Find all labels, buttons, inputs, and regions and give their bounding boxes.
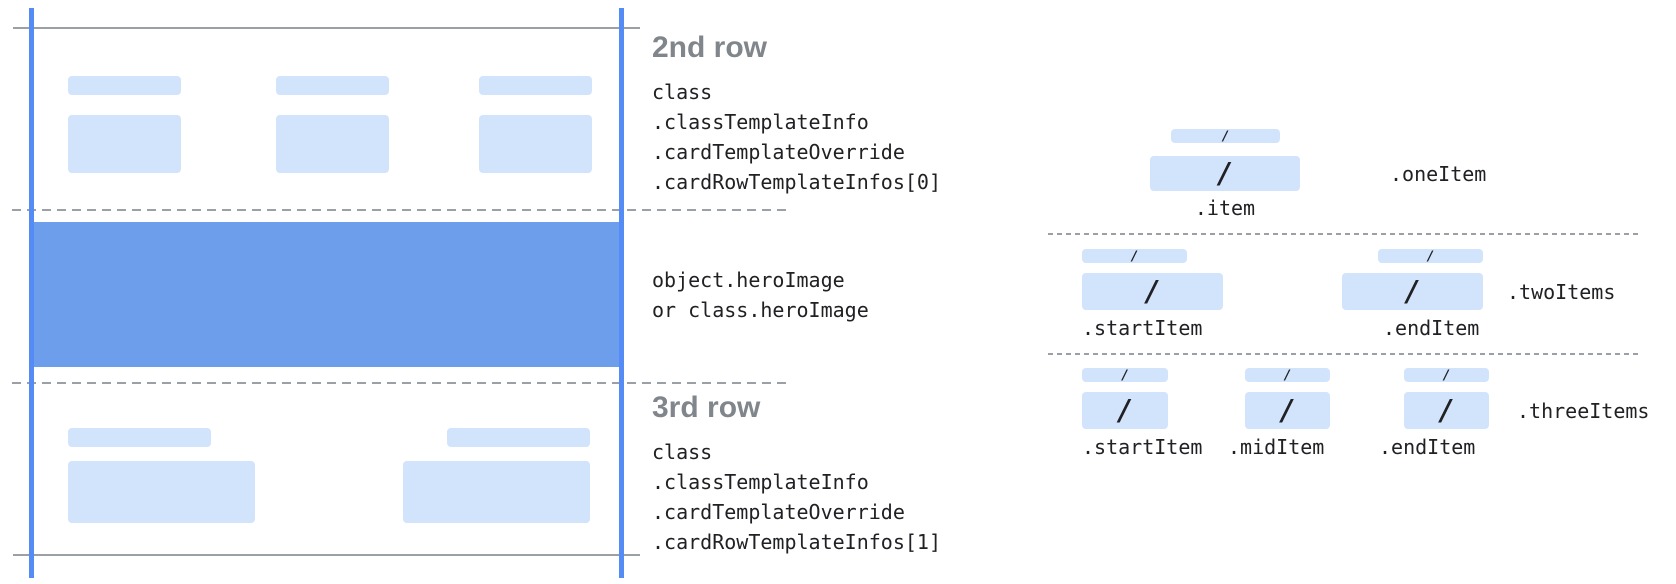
- card-bottom-border: [13, 554, 640, 556]
- threeitems-end-body-bar: /: [1404, 392, 1489, 429]
- card-left-edge-line: [29, 8, 34, 578]
- code-line: .cardRowTemplateInfos[0]: [652, 170, 941, 194]
- code-line: .cardTemplateOverride: [652, 500, 905, 524]
- oneitem-side-label: .oneItem: [1390, 162, 1487, 186]
- oneitem-twoitems-divider-dashed: [1048, 233, 1638, 235]
- startitem-label: .startItem: [1082, 435, 1203, 459]
- row2-item3-body-placeholder: [479, 115, 592, 173]
- slash-icon: /: [1121, 367, 1129, 383]
- row3-start-body-placeholder: [68, 461, 255, 523]
- row3-start-title-placeholder: [68, 428, 211, 447]
- row3-code-block: class .classTemplateInfo .cardTemplateOv…: [652, 437, 941, 557]
- item-label: .item: [1194, 196, 1256, 220]
- slash-icon: /: [1283, 367, 1292, 383]
- startitem-label: .startItem: [1082, 316, 1203, 340]
- slash-icon: /: [1130, 248, 1139, 264]
- slash-icon: /: [1438, 393, 1455, 427]
- oneitem-title-bar: /: [1171, 129, 1280, 143]
- twoitems-end-title-bar: /: [1378, 249, 1483, 263]
- slash-icon: /: [1404, 274, 1421, 308]
- slash-icon: /: [1426, 248, 1435, 264]
- twoitems-side-label: .twoItems: [1507, 280, 1616, 304]
- hero-row3-divider-dashed: [12, 382, 790, 384]
- code-line: .cardRowTemplateInfos[1]: [652, 530, 941, 554]
- slash-icon: /: [1216, 156, 1234, 190]
- row2-code-block: class .classTemplateInfo .cardTemplateOv…: [652, 77, 941, 197]
- slash-icon: /: [1116, 393, 1134, 427]
- twoitems-start-body-bar: /: [1082, 273, 1223, 310]
- row2-item3-title-placeholder: [479, 76, 592, 95]
- threeitems-side-label: .threeItems: [1517, 399, 1650, 423]
- code-line: class: [652, 80, 713, 104]
- twoitems-end-body-bar: /: [1342, 273, 1483, 310]
- code-line: or class.heroImage: [652, 298, 869, 322]
- twoitems-start-title-bar: /: [1082, 249, 1187, 263]
- code-line: .cardTemplateOverride: [652, 140, 905, 164]
- row3-end-body-placeholder: [403, 461, 590, 523]
- miditem-label: .midItem: [1228, 435, 1325, 459]
- row2-item2-body-placeholder: [276, 115, 389, 173]
- code-line: .classTemplateInfo: [652, 110, 869, 134]
- card-top-border: [13, 27, 640, 29]
- threeitems-mid-title-bar: /: [1245, 368, 1330, 382]
- row2-hero-divider-dashed: [12, 209, 790, 211]
- code-line: .classTemplateInfo: [652, 470, 869, 494]
- hero-code-block: object.heroImage or class.heroImage: [652, 265, 869, 325]
- enditem-label: .endItem: [1383, 316, 1480, 340]
- slash-icon: /: [1221, 128, 1230, 144]
- threeitems-end-title-bar: /: [1404, 368, 1489, 382]
- code-line: class: [652, 440, 713, 464]
- code-line: object.heroImage: [652, 268, 845, 292]
- slash-icon: /: [1442, 367, 1451, 383]
- twoitems-threeitems-divider-dashed: [1048, 353, 1638, 355]
- enditem-label: .endItem: [1379, 435, 1476, 459]
- oneitem-body-bar: /: [1150, 156, 1300, 191]
- row2-item1-body-placeholder: [68, 115, 181, 173]
- threeitems-start-title-bar: /: [1082, 368, 1168, 382]
- threeitems-mid-body-bar: /: [1245, 392, 1330, 429]
- slash-icon: /: [1279, 393, 1296, 427]
- row2-item1-title-placeholder: [68, 76, 181, 95]
- row2-heading: 2nd row: [652, 31, 768, 64]
- row2-item2-title-placeholder: [276, 76, 389, 95]
- card-right-edge-line: [619, 8, 624, 578]
- hero-image-band: [34, 222, 619, 367]
- row3-end-title-placeholder: [447, 428, 590, 447]
- slash-icon: /: [1144, 274, 1161, 308]
- threeitems-start-body-bar: /: [1082, 392, 1168, 429]
- row3-heading: 3rd row: [652, 391, 761, 424]
